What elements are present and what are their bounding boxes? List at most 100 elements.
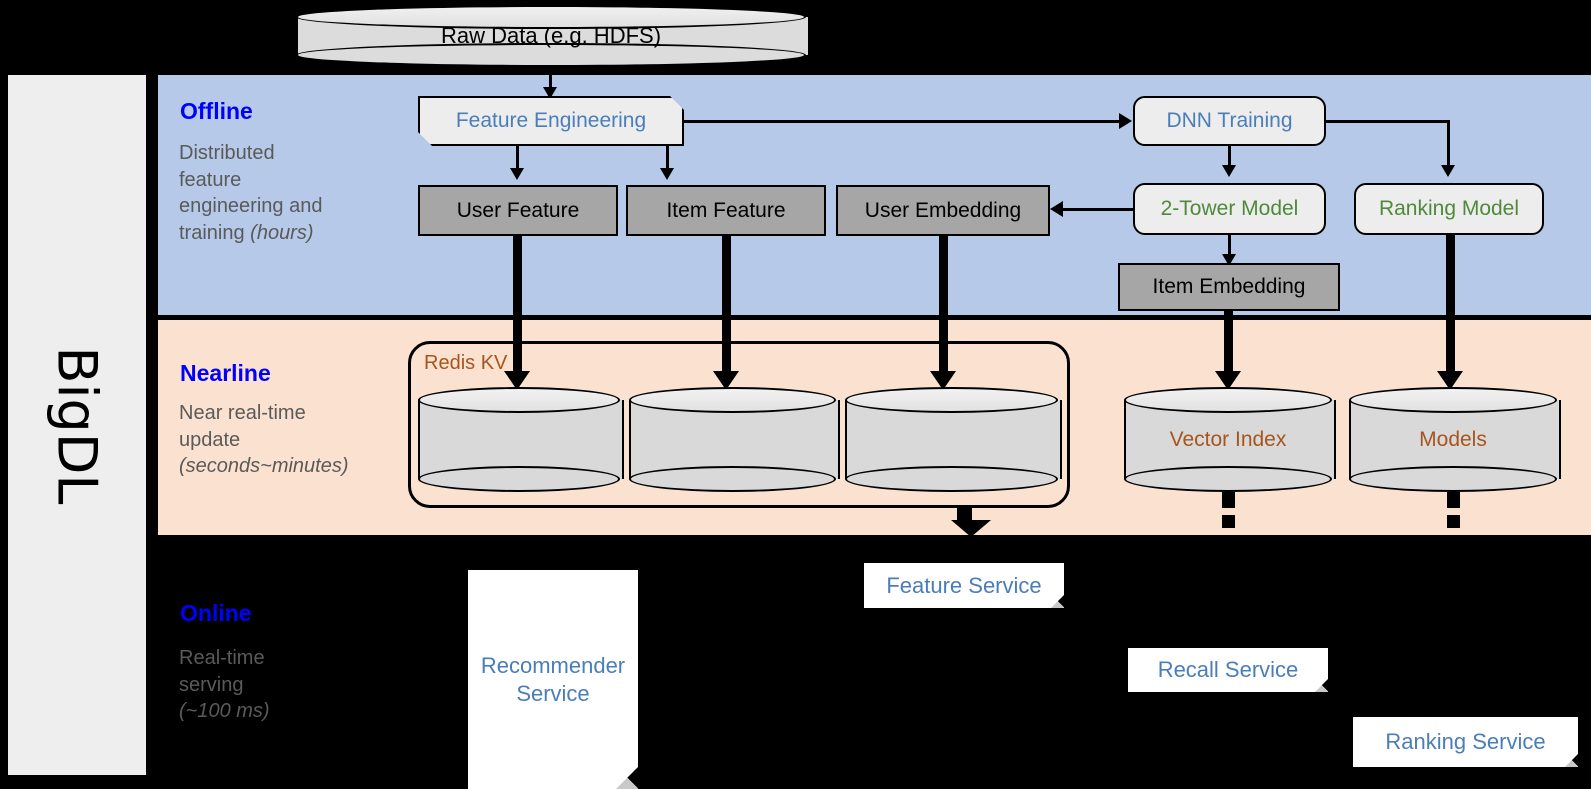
stub-models-1 — [1447, 492, 1460, 508]
cylinder-bottom — [629, 466, 836, 492]
connector-redis-featureservice — [957, 508, 972, 522]
offline-description: Distributed feature engineering and trai… — [179, 140, 394, 246]
cylinder-top — [1124, 387, 1332, 413]
user-feature-node[interactable]: User Feature — [418, 185, 618, 236]
nearline-description: Near real-time update (seconds~minutes) — [179, 400, 409, 480]
cylinder-bottom — [1124, 466, 1332, 492]
online-desc-italic: (~100 ms) — [179, 700, 270, 723]
recommender-service-label-line1: Recommender — [480, 653, 626, 678]
connector-fe-userfeature — [516, 146, 519, 172]
page-fold-icon — [1051, 595, 1064, 608]
nearline-desc-l2: update — [179, 428, 241, 451]
bigdl-label: BigDL — [8, 75, 146, 775]
dnn-training-label: DNN Training — [1166, 109, 1293, 132]
arrowhead-fe-dnn — [1119, 113, 1132, 129]
item-feature-store-label — [629, 387, 836, 492]
recommender-service-card[interactable]: Recommender Service — [468, 570, 638, 789]
arrowhead-dnn-twotower — [1222, 165, 1236, 177]
connector-dnn-ranking-v — [1447, 120, 1450, 168]
offline-desc-l2: feature — [179, 168, 242, 191]
item-feature-node[interactable]: Item Feature — [626, 185, 826, 236]
cylinder-top — [1349, 387, 1557, 413]
redis-kv-container — [408, 341, 1070, 508]
connector-rankingmodel-models — [1446, 235, 1455, 381]
connector-rawdata-fe — [549, 67, 552, 91]
item-feature-label: Item Feature — [666, 198, 786, 222]
ranking-model-node[interactable]: Ranking Model — [1354, 183, 1544, 235]
feature-engineering-node[interactable]: Feature Engineering — [418, 96, 684, 146]
arrowhead-rankingmodel-models — [1437, 371, 1463, 390]
cylinder-top — [418, 387, 620, 413]
user-embedding-store-cylinder[interactable] — [845, 387, 1062, 492]
two-tower-model-node[interactable]: 2-Tower Model — [1133, 183, 1326, 235]
user-feature-store-label — [418, 387, 620, 492]
cylinder-bottom — [1349, 466, 1557, 492]
offline-desc-l1: Distributed — [179, 142, 275, 164]
item-embedding-node[interactable]: Item Embedding — [1118, 263, 1340, 311]
connector-twotower-userembedding — [1063, 208, 1135, 211]
cylinder-top — [629, 387, 836, 413]
ranking-service-card[interactable]: Ranking Service — [1353, 717, 1578, 767]
feature-service-label: Feature Service — [886, 572, 1042, 598]
models-label: Models — [1419, 427, 1487, 451]
page-fold-icon — [1565, 754, 1578, 767]
nearline-desc-l1: Near real-time — [179, 402, 306, 424]
connector-userfeature-store — [513, 236, 522, 381]
arrowhead-fe-itemfeature — [660, 168, 674, 180]
arrowhead-userembedding-store — [930, 371, 956, 390]
item-feature-store-cylinder[interactable] — [629, 387, 840, 492]
arrowhead-itemembedding-vectorindex — [1215, 371, 1241, 390]
connector-dnn-twotower — [1228, 146, 1231, 168]
recall-service-card[interactable]: Recall Service — [1128, 648, 1328, 692]
stub-vectorindex-2 — [1222, 515, 1235, 528]
connector-twotower-itemembedding — [1228, 235, 1231, 257]
arrowhead-redis-featureservice — [951, 520, 991, 537]
cylinder-bottom — [296, 43, 806, 67]
bigdl-text: BigDL — [45, 346, 109, 504]
ranking-service-label: Ranking Service — [1385, 729, 1546, 755]
arrowhead-itemfeature-store — [713, 371, 739, 390]
online-desc-l1: Real-time — [179, 647, 265, 669]
recommender-service-label-line2: Service — [516, 680, 590, 706]
nearline-title: Nearline — [180, 360, 271, 386]
offline-desc-l4: training — [179, 221, 251, 244]
feature-service-card[interactable]: Feature Service — [864, 563, 1064, 608]
user-embedding-store-label — [845, 387, 1058, 492]
user-embedding-node[interactable]: User Embedding — [836, 185, 1050, 236]
connector-fe-itemfeature — [666, 146, 669, 172]
arrowhead-fe-userfeature — [510, 168, 524, 180]
raw-data-label: Raw Data (e.g. HDFS) — [440, 23, 662, 48]
arrowhead-twotower-userembedding — [1050, 201, 1063, 217]
online-description: Real-time serving (~100 ms) — [179, 645, 409, 725]
connector-itemembedding-vectorindex — [1224, 311, 1233, 381]
cylinder-bottom — [845, 466, 1058, 492]
online-desc-l2: serving — [179, 673, 244, 696]
offline-title: Offline — [180, 98, 253, 124]
models-cylinder[interactable]: Models — [1349, 387, 1561, 492]
nearline-desc-italic: (seconds~minutes) — [179, 455, 349, 478]
offline-desc-l3: engineering and — [179, 195, 323, 218]
connector-dnn-ranking-h — [1326, 120, 1449, 123]
connector-userembedding-store — [939, 236, 948, 381]
feature-engineering-label: Feature Engineering — [455, 109, 647, 132]
item-embedding-label: Item Embedding — [1152, 275, 1306, 298]
offline-desc-italic: (hours) — [250, 221, 314, 244]
ranking-model-label: Ranking Model — [1378, 197, 1520, 220]
two-tower-model-label: 2-Tower Model — [1160, 197, 1299, 220]
stub-vectorindex-1 — [1222, 492, 1235, 508]
dnn-training-node[interactable]: DNN Training — [1133, 96, 1326, 146]
user-feature-label: User Feature — [456, 198, 580, 222]
cylinder-top — [845, 387, 1058, 413]
arrowhead-userfeature-store — [504, 371, 530, 390]
recall-service-label: Recall Service — [1157, 657, 1299, 683]
online-title: Online — [180, 600, 252, 626]
redis-kv-label: Redis KV — [424, 352, 508, 374]
cylinder-top — [296, 5, 806, 29]
user-feature-store-cylinder[interactable] — [418, 387, 624, 492]
bigdl-rail: BigDL — [8, 75, 146, 775]
arrowhead-dnn-ranking — [1441, 165, 1455, 177]
page-fold-icon — [1315, 679, 1328, 692]
vector-index-cylinder[interactable]: Vector Index — [1124, 387, 1336, 492]
stub-models-2 — [1447, 515, 1460, 528]
